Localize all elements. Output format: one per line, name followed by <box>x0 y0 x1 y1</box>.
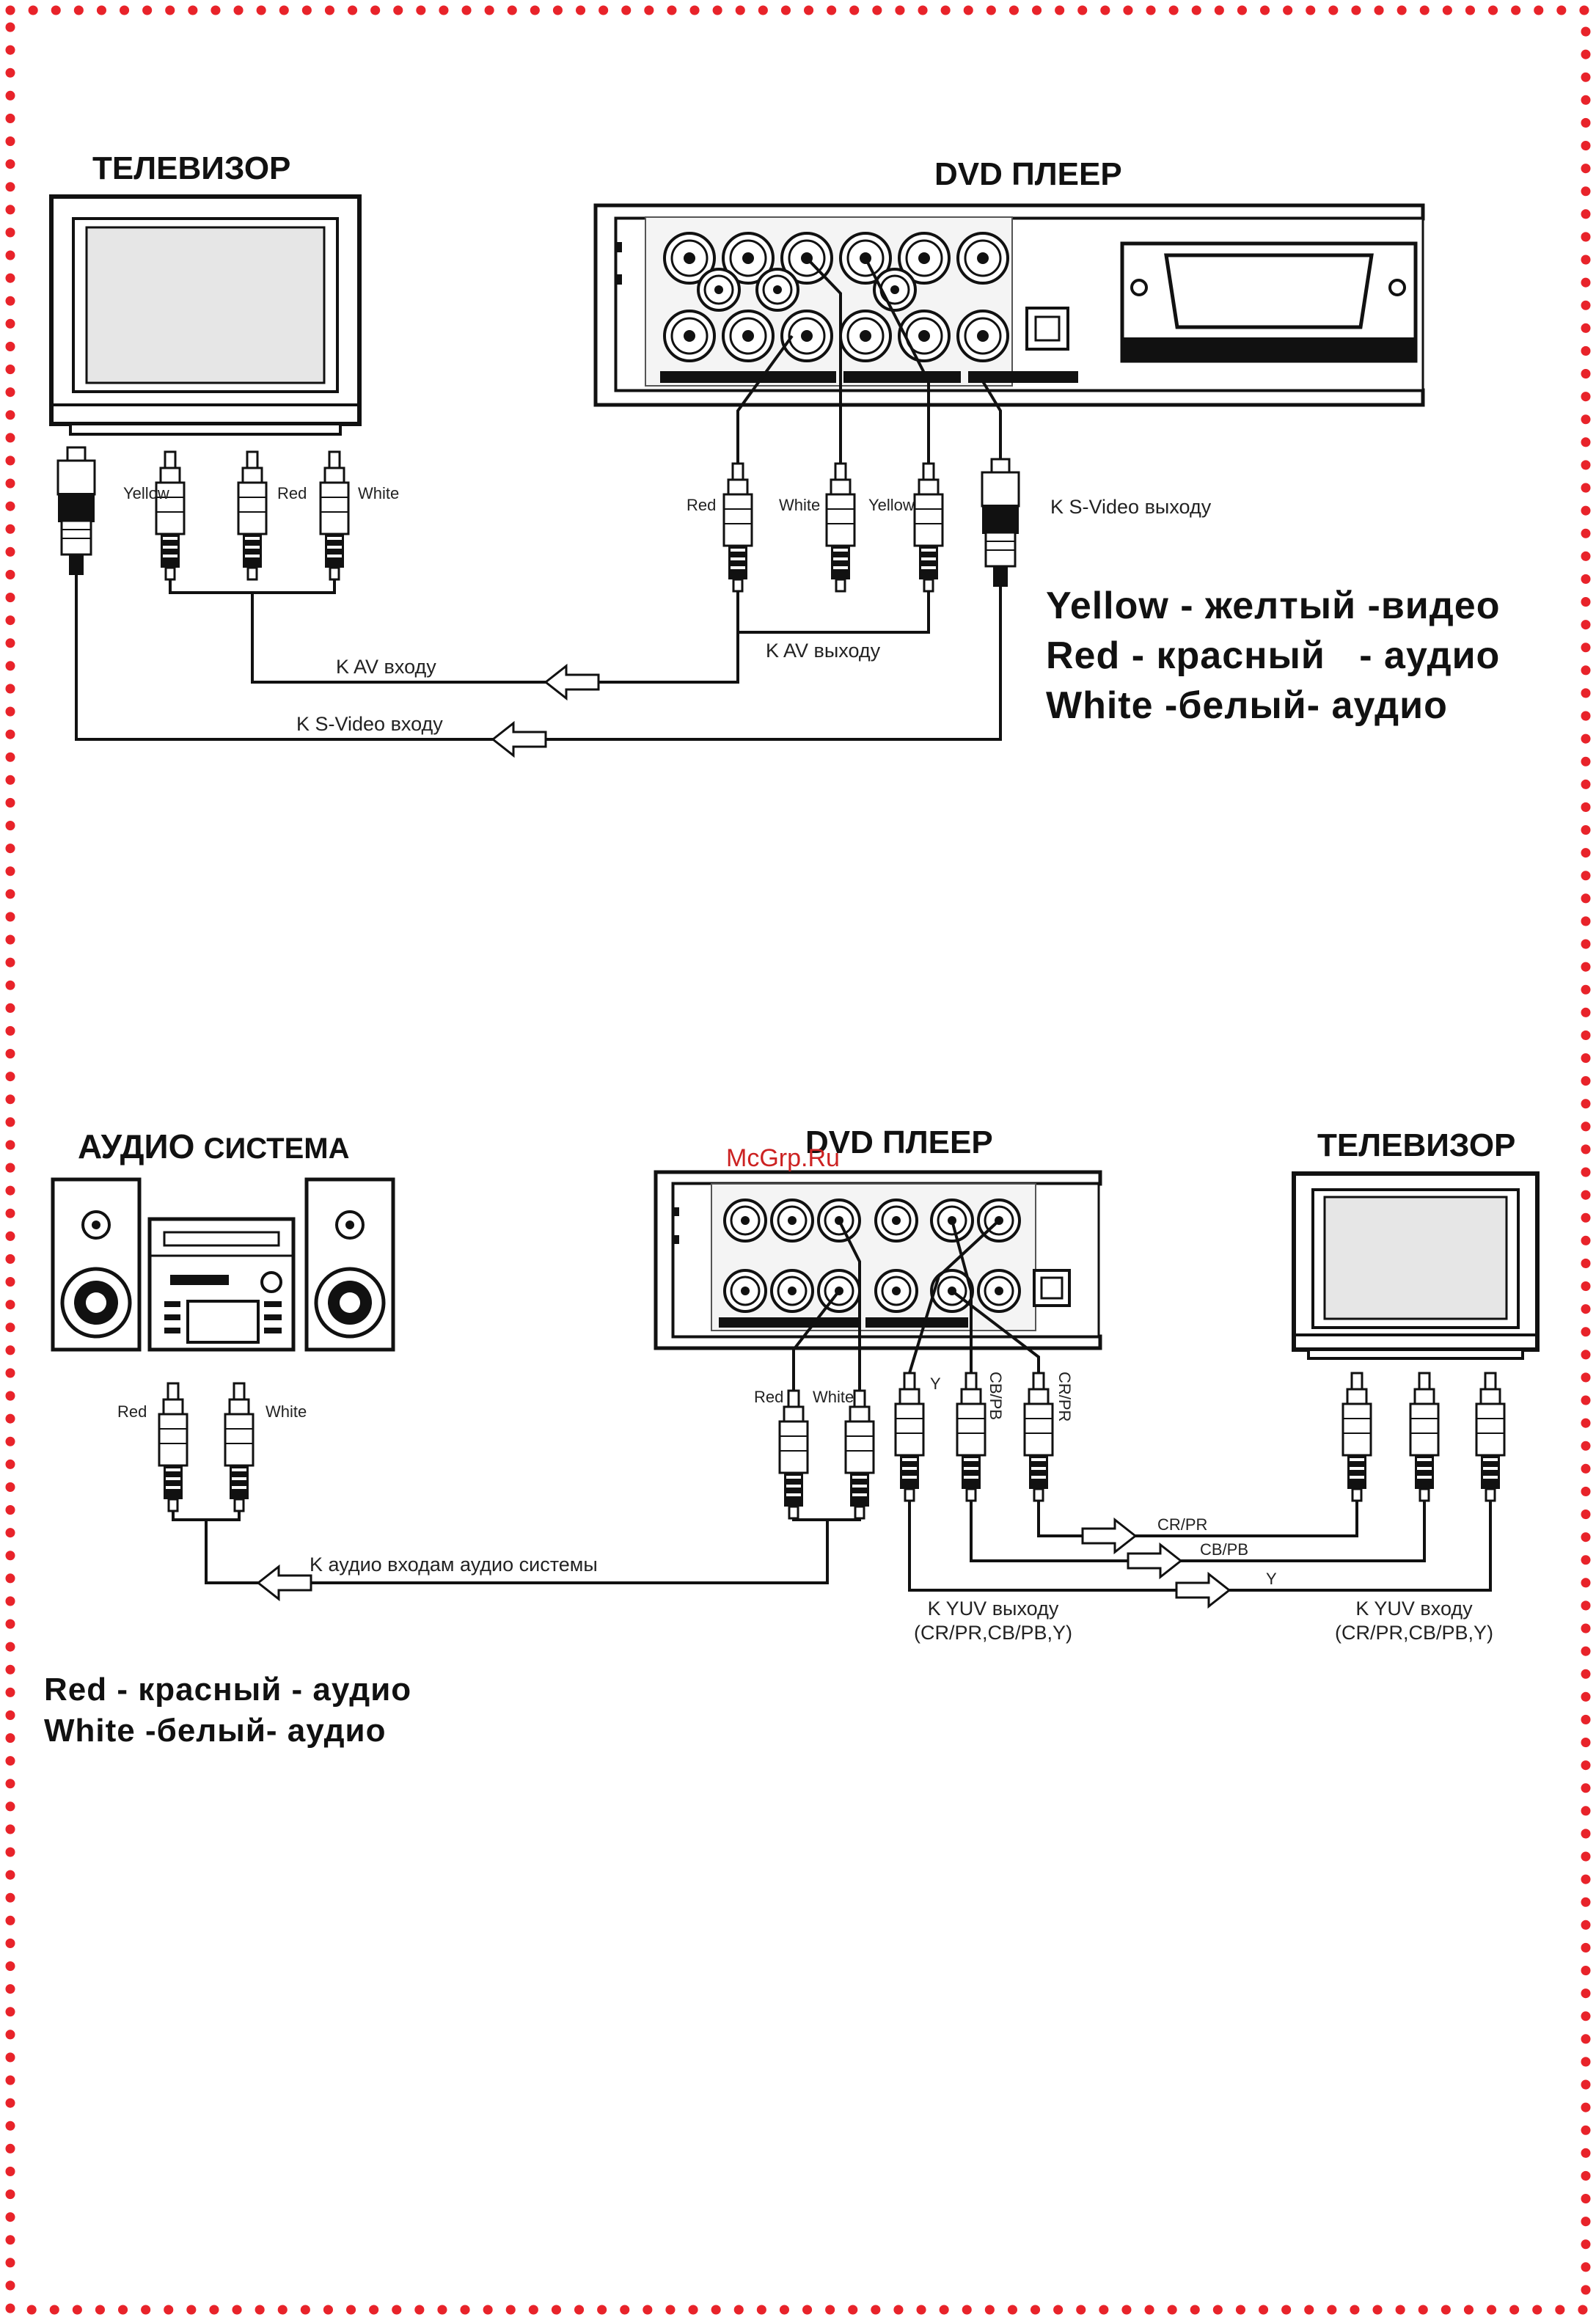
dvd-red-plug <box>722 462 753 593</box>
av-output-label: K AV выходу <box>766 640 881 662</box>
dvd2-white-plug <box>844 1389 875 1520</box>
legend-en: White <box>1046 684 1154 727</box>
dvd-title-2: DVD ПЛЕЕР <box>805 1124 993 1160</box>
audio-bottom-cable <box>172 1511 861 1584</box>
audio-input-label: K аудио входам аудио системы <box>310 1554 598 1576</box>
legend-sep: - <box>1131 634 1146 677</box>
legend-en: White <box>44 1713 136 1749</box>
tv-white-label: White <box>358 484 400 502</box>
audio-title-b: СИСТЕМА <box>203 1132 350 1165</box>
cbpb-line-label: CB/PB <box>1200 1540 1249 1559</box>
legend2-row-white: White -белый- аудио <box>44 1715 386 1747</box>
cbpb-arrow <box>1127 1543 1182 1578</box>
legend-row-red: Red - красный - аудио <box>1046 637 1500 675</box>
crpr-line-label: CR/PR <box>1157 1515 1208 1534</box>
tv2-plug-2 <box>1409 1372 1440 1502</box>
legend-ru: белый <box>156 1713 266 1749</box>
legend-type: аудио <box>1384 634 1501 677</box>
legend-type: видео <box>1380 585 1501 627</box>
audio-system-icon <box>51 1177 395 1352</box>
svideo-input-label: K S-Video входу <box>296 713 443 735</box>
legend-ru: красный <box>1156 634 1325 677</box>
tv-svideo-plug <box>56 446 96 577</box>
legend-ru: желтый <box>1205 585 1357 627</box>
crpr-arrow <box>1081 1518 1137 1554</box>
tv-icon-2 <box>1292 1171 1540 1360</box>
dvd-red-label: Red <box>687 496 717 514</box>
dvd-cables <box>736 257 1002 464</box>
legend-en: Yellow <box>1046 585 1169 627</box>
legend-en: Red <box>44 1672 108 1708</box>
dvd-yellow-label: Yellow <box>868 496 915 514</box>
yuv-input-line1: K YUV входу <box>1355 1598 1473 1620</box>
audio-title-a: АУДИО <box>78 1127 195 1166</box>
yuv-output-line1: K YUV выходу <box>927 1598 1059 1620</box>
dvd2-crpr-label: CR/PR <box>1055 1372 1074 1422</box>
dvd-white-label: White <box>779 496 821 514</box>
tv-red-plug <box>237 450 268 581</box>
dvd2-cbpb-plug <box>956 1372 986 1502</box>
legend2-row-red: Red - красный - аудио <box>44 1674 411 1706</box>
legend-sep: - <box>145 1713 157 1749</box>
legend-ru: белый <box>1178 684 1307 727</box>
dvd2-red-label: Red <box>754 1388 784 1406</box>
dvd2-crpr-plug <box>1023 1372 1054 1502</box>
legend-sep: - <box>266 1713 278 1749</box>
watermark: McGrp.Ru <box>726 1144 840 1172</box>
tv-title: ТЕЛЕВИЗОР <box>92 150 291 186</box>
legend-row-yellow: Yellow - желтый -видео <box>1046 587 1500 625</box>
dvd-title: DVD ПЛЕЕР <box>934 156 1122 192</box>
dvd2-y-plug <box>894 1372 925 1502</box>
legend-type: аудио <box>1331 684 1448 727</box>
dvd2-cbpb-label: CB/PB <box>986 1372 1005 1421</box>
audio-system-title: АУДИО СИСТЕМА <box>78 1130 349 1164</box>
legend-sep: - <box>117 1672 129 1708</box>
audio-input-arrow <box>257 1565 312 1600</box>
dvd2-cables <box>792 1219 1040 1391</box>
dvd-svideo-plug <box>981 458 1020 588</box>
dvd2-red-plug <box>778 1389 809 1520</box>
tv2-plug-3 <box>1475 1372 1506 1502</box>
yuv-input-label: K YUV входу (CR/PR,CB/PB,Y) <box>1326 1599 1502 1643</box>
av-input-label: K AV входу <box>336 656 436 678</box>
y-line-label: Y <box>1266 1570 1277 1588</box>
legend-type: аудио <box>312 1672 412 1708</box>
dvd2-y-label: Y <box>930 1375 941 1393</box>
svideo-input-arrow <box>491 722 547 757</box>
y-arrow <box>1175 1573 1231 1608</box>
audio-red-plug <box>158 1382 188 1512</box>
av-input-arrow <box>544 665 600 700</box>
tv-yellow-plug <box>155 450 186 581</box>
tv-icon <box>49 194 362 436</box>
yuv-output-label: K YUV выходу (CR/PR,CB/PB,Y) <box>905 1599 1081 1643</box>
svideo-output-label: K S-Video выходу <box>1050 496 1212 518</box>
legend-ru: красный <box>138 1672 282 1708</box>
dvd-player-rear-panel <box>593 203 1425 407</box>
legend-type: аудио <box>287 1713 387 1749</box>
legend-sep: - <box>291 1672 304 1708</box>
legend-sep: - <box>1180 585 1194 627</box>
legend-sep: - <box>1367 585 1381 627</box>
audio-red-label: Red <box>117 1402 147 1421</box>
tv-white-plug <box>319 450 350 581</box>
dvd2-white-label: White <box>813 1388 854 1406</box>
audio-white-plug <box>224 1382 255 1512</box>
tv-red-label: Red <box>277 484 307 502</box>
tv2-plug-1 <box>1341 1372 1372 1502</box>
dvd-white-plug <box>825 462 856 593</box>
tv-yellow-label: Yellow <box>123 484 169 502</box>
legend-sep: - <box>1359 634 1373 677</box>
audio-white-label: White <box>266 1402 307 1421</box>
yuv-output-line2: (CR/PR,CB/PB,Y) <box>913 1622 1073 1644</box>
legend-en: Red <box>1046 634 1121 677</box>
tv-title-2: ТЕЛЕВИЗОР <box>1317 1127 1516 1163</box>
legend-sep: - <box>1306 684 1321 727</box>
legend-sep: - <box>1164 684 1179 727</box>
dvd-player-rear-panel-2 <box>654 1170 1102 1350</box>
yuv-input-line2: (CR/PR,CB/PB,Y) <box>1334 1622 1494 1644</box>
dvd-yellow-plug <box>913 462 944 593</box>
legend-row-white: White -белый- аудио <box>1046 687 1448 725</box>
